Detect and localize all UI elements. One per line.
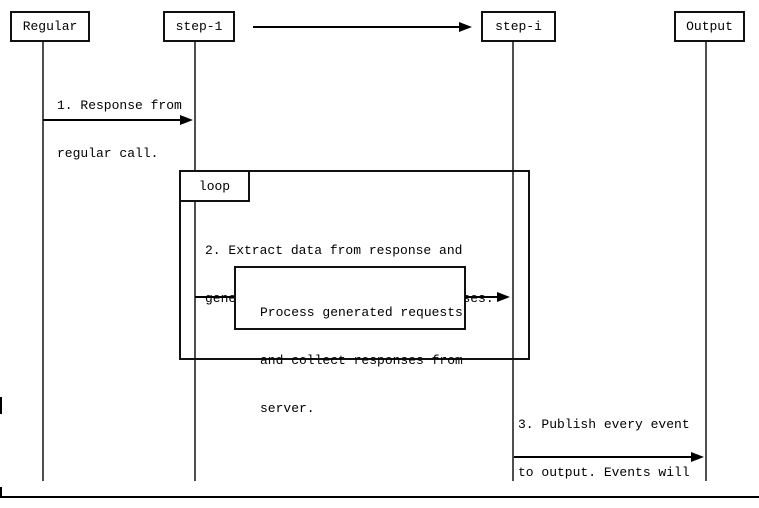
message-3-line-1: 3. Publish every event [518,417,690,432]
participant-step-1: step-1 [163,11,235,42]
bottom-border-line [0,496,759,498]
participant-regular-label: Regular [22,19,78,34]
arrow-step1-to-stepi-line [253,26,460,28]
message-3-line-2: to output. Events will [518,465,690,480]
arrow-regular-to-step1-head-icon [180,115,193,125]
participant-step-i: step-i [481,11,556,42]
lifeline-step-i [512,42,514,481]
message-2-line-1: 2. Extract data from response and [205,243,463,258]
lifeline-output [705,42,707,481]
loop-fragment [179,170,530,360]
participant-output-label: Output [686,19,733,34]
arrow-stepi-to-output-head-icon [691,452,704,462]
arrow-regular-to-step1-line [43,119,180,121]
arrow-step1-to-stepi-head-icon [459,22,472,32]
process-box-line-2: and collect responses from [260,353,463,368]
loop-label-box: loop [179,170,250,202]
participant-step-1-label: step-1 [175,19,223,34]
process-box-line-3: server. [260,401,315,416]
left-edge-mark [0,397,2,414]
message-1-line-2: regular call. [57,146,159,161]
arrow-process-to-stepi-line [466,296,498,298]
process-box: Process generated requests and collect r… [234,266,466,416]
loop-label: loop [198,178,231,194]
arrow-stepi-to-output-line [514,456,692,458]
connector-step1-to-process [195,296,234,298]
lifeline-step-1 [194,42,196,481]
participant-output: Output [674,11,745,42]
message-1-line-1: 1. Response from [57,98,182,113]
process-box-line-1: Process generated requests [260,305,463,320]
participant-step-i-label: step-i [495,19,542,34]
arrow-process-to-stepi-head-icon [497,292,510,302]
left-edge-bottom-mark [0,487,2,498]
message-3-label: 3. Publish every event to output. Events… [518,385,697,508]
lifeline-regular [42,42,44,481]
participant-regular: Regular [10,11,90,42]
message-1-label: 1. Response from regular call. [57,66,182,194]
